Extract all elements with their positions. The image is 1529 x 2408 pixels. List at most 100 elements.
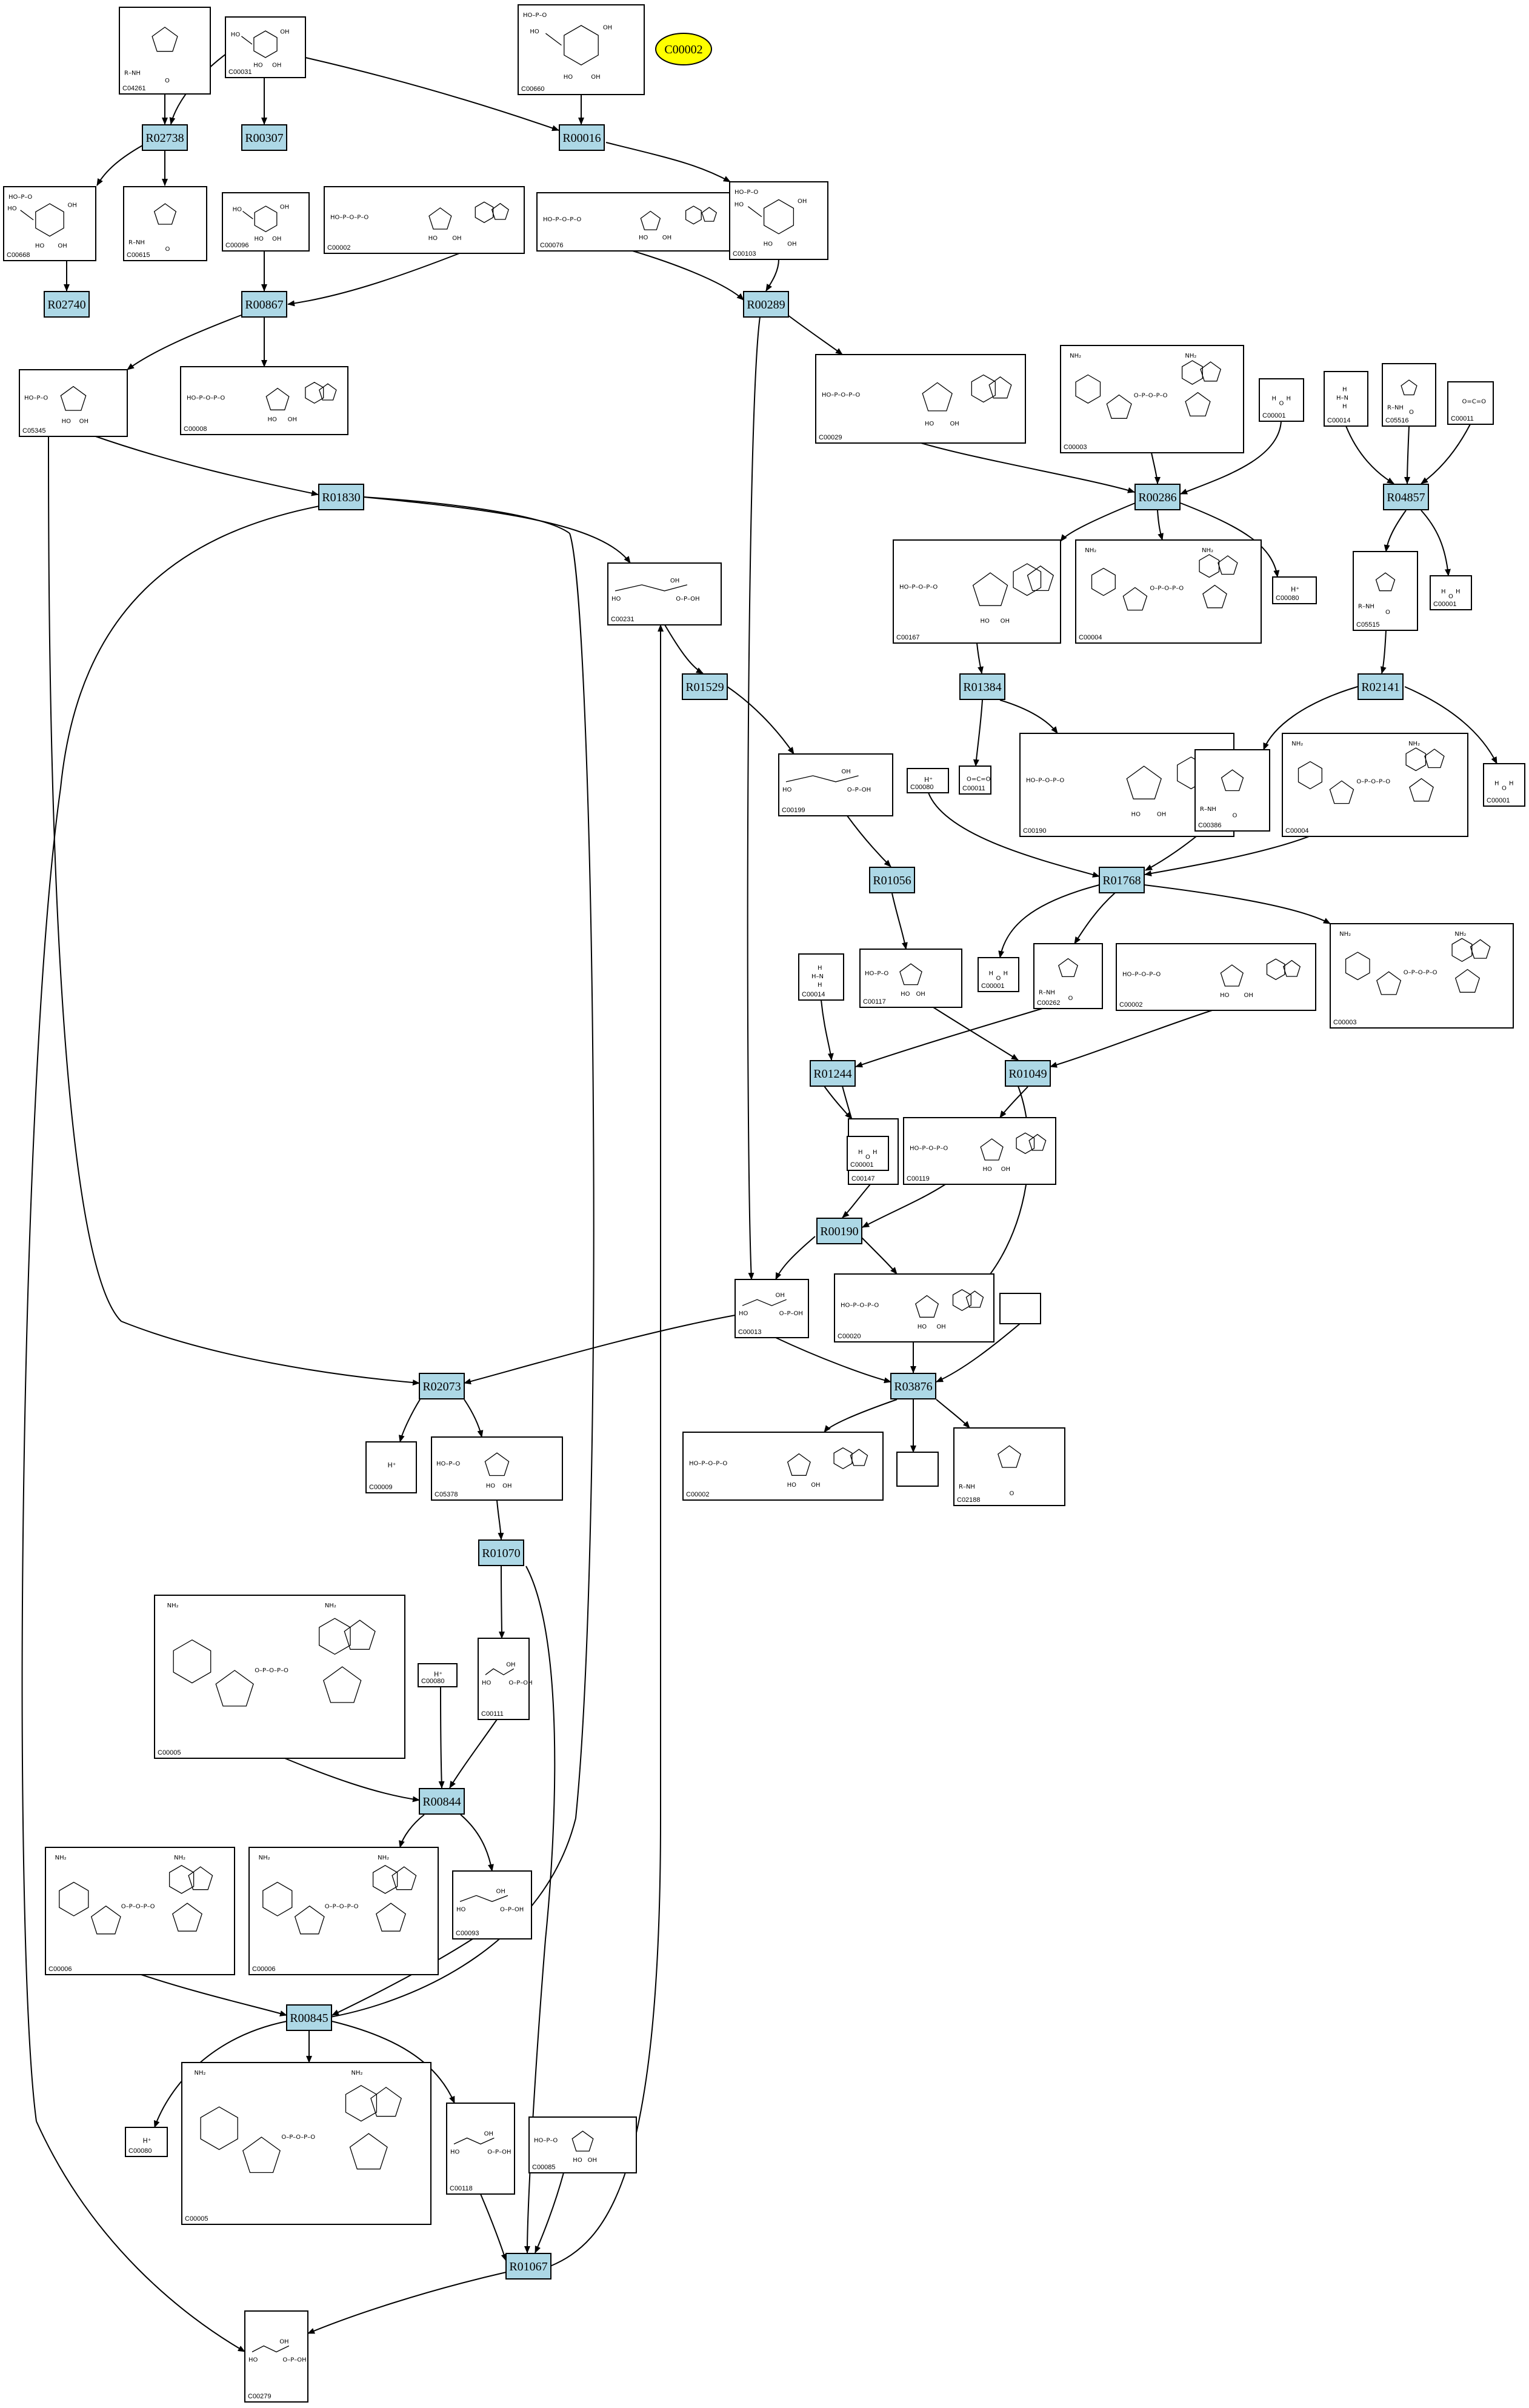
compound-c00080[interactable]: H⁺C00080: [125, 2127, 168, 2157]
edge-arrow: [1404, 425, 1411, 484]
compound-c00009[interactable]: H⁺C00009: [365, 1441, 417, 1493]
reaction-r01384[interactable]: R01384: [959, 673, 1005, 700]
compound-box: [1033, 943, 1103, 1009]
reaction-r01768[interactable]: R01768: [1099, 867, 1145, 893]
svg-text:OH: OH: [506, 1661, 515, 1668]
reaction-r00845[interactable]: R00845: [286, 2004, 332, 2031]
reaction-r02141[interactable]: R02141: [1357, 673, 1404, 700]
compound-id-label: C00002: [1119, 1001, 1143, 1009]
reaction-r04857[interactable]: R04857: [1383, 484, 1429, 510]
reaction-r03876[interactable]: R03876: [890, 1373, 936, 1399]
edge-arrow: [1060, 502, 1136, 542]
highlighted-compound[interactable]: C00002: [655, 33, 712, 65]
reaction-r00016[interactable]: R00016: [559, 124, 605, 151]
compound-id-label: C00008: [184, 425, 207, 433]
compound-c00080[interactable]: H⁺C00080: [418, 1663, 458, 1687]
svg-text:HO: HO: [62, 418, 72, 425]
reaction-r01070[interactable]: R01070: [478, 1539, 524, 1566]
compound-id-label: C00006: [48, 1966, 72, 1973]
compound-blank[interactable]: [896, 1452, 939, 1487]
reaction-r00286[interactable]: R00286: [1134, 484, 1181, 510]
reaction-r01529[interactable]: R01529: [682, 673, 728, 700]
compound-c00080[interactable]: H⁺C00080: [1272, 576, 1317, 604]
reaction-r00867[interactable]: R00867: [241, 291, 287, 318]
edge-arrow: [524, 1939, 546, 2253]
svg-text:O: O: [1233, 813, 1238, 819]
reaction-r00190[interactable]: R00190: [816, 1218, 862, 1244]
reaction-r00289[interactable]: R00289: [743, 291, 789, 318]
reaction-r01056[interactable]: R01056: [869, 867, 915, 893]
reaction-r02740[interactable]: R02740: [44, 291, 90, 318]
compound-blank[interactable]: [999, 1293, 1041, 1324]
edge-arrow: [1157, 510, 1164, 541]
compound-box: [119, 7, 211, 95]
edge-arrow: [398, 1399, 421, 1442]
compound-box: [446, 2103, 515, 2195]
reaction-r02073[interactable]: R02073: [419, 1373, 465, 1399]
compound-box: [244, 2310, 308, 2403]
compound-c00080[interactable]: H⁺C00080: [907, 768, 949, 793]
edge-arrow: [363, 496, 570, 534]
edge-arrow: [307, 2272, 507, 2334]
reaction-r01049[interactable]: R01049: [1005, 1060, 1051, 1087]
reaction-r00307[interactable]: R00307: [241, 124, 287, 151]
reaction-r01244[interactable]: R01244: [810, 1060, 856, 1087]
reaction-r00844[interactable]: R00844: [419, 1788, 465, 1815]
edge-arrow: [569, 533, 595, 1819]
reaction-r01830[interactable]: R01830: [318, 484, 364, 510]
reaction-r01067[interactable]: R01067: [505, 2253, 551, 2280]
reaction-r02738[interactable]: R02738: [142, 124, 188, 151]
svg-text:OH: OH: [288, 416, 297, 423]
